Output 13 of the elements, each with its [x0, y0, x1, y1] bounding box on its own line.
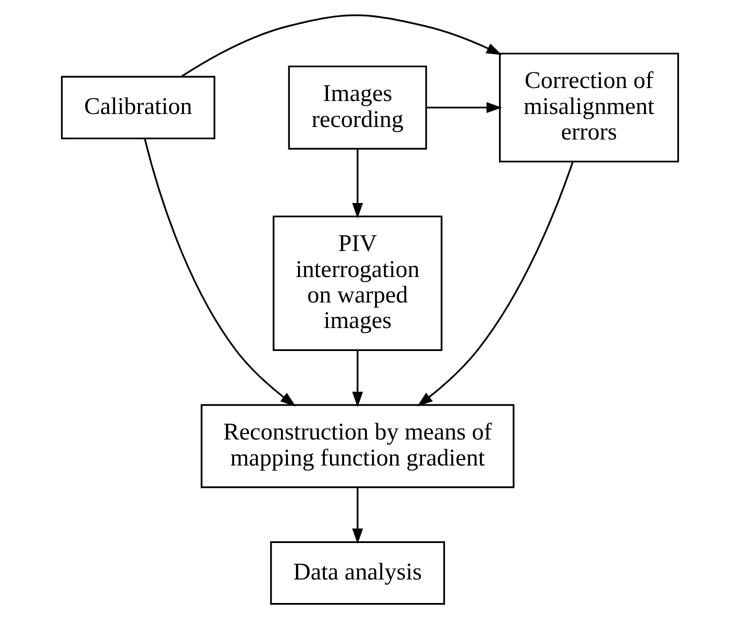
node-box: Reconstruction by means of mapping function gradient: [200, 404, 514, 488]
arrow: [352, 488, 362, 544]
arrow: [426, 102, 502, 113]
node-box: Data analysis: [270, 541, 444, 605]
arrow: [143, 138, 296, 406]
node-box: Calibration: [60, 76, 215, 140]
arrow: [416, 161, 574, 406]
arrow: [352, 148, 362, 218]
arrow: [352, 350, 362, 408]
node-box: Images recording: [288, 66, 426, 150]
arrow: [180, 14, 502, 78]
node-box: Correction of misalignment errors: [498, 52, 678, 162]
node-box: PIV interrogation on warped images: [272, 216, 442, 351]
